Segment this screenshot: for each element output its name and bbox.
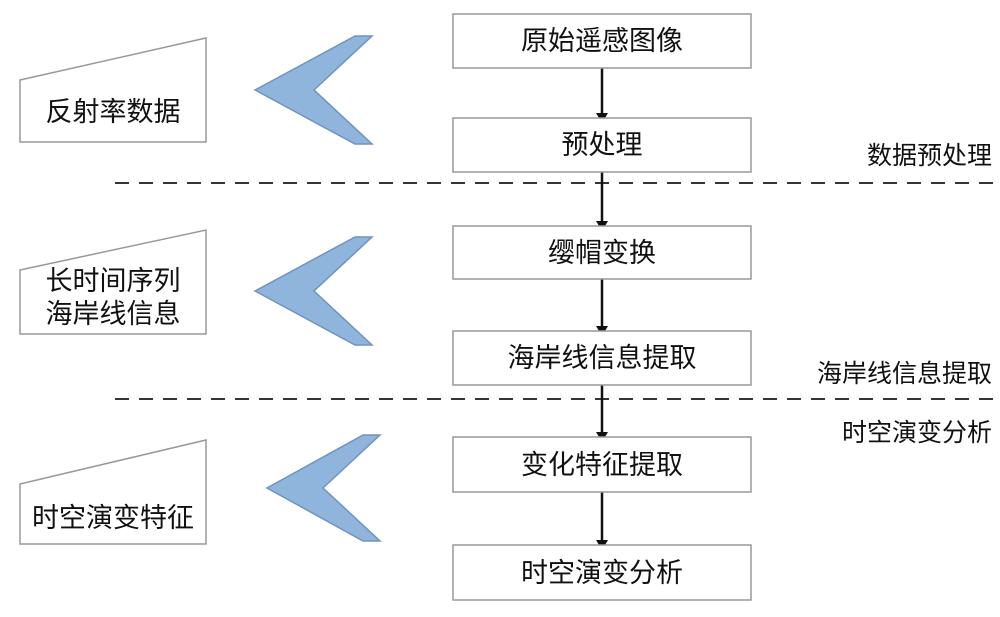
output-label-2-line-1: 长时间序列 [46,266,181,297]
step-box-2: 预处理 [452,117,752,173]
stage-label-2: 海岸线信息提取 [817,359,992,388]
step-box-1: 原始遥感图像 [452,13,752,69]
output-box-2: 长时间序列 海岸线信息 [19,229,207,335]
step-box-5: 变化特征提取 [452,436,752,493]
stage-label-3: 时空演变分析 [842,418,992,447]
chevron-icon-1 [253,35,374,145]
step-label-4: 海岸线信息提取 [508,343,697,374]
chevron-icon-2 [253,236,374,346]
step-label-6: 时空演变分析 [521,558,683,589]
output-box-3: 时空演变特征 [19,439,207,545]
output-box-1: 反射率数据 [19,37,207,143]
step-box-3: 缨帽变换 [452,225,752,280]
output-label-2-line-2: 海岸线信息 [46,299,181,330]
output-label-1-line-1: 反射率数据 [46,97,181,128]
step-box-4: 海岸线信息提取 [452,330,752,386]
step-label-2: 预处理 [562,130,643,161]
step-label-5: 变化特征提取 [521,450,683,481]
step-label-3: 缨帽变换 [548,238,656,269]
step-box-6: 时空演变分析 [452,544,752,601]
step-label-1: 原始遥感图像 [521,26,683,57]
chevron-icon-3 [265,434,382,542]
output-label-3-line-1: 时空演变特征 [32,503,194,534]
stage-label-1: 数据预处理 [867,141,992,170]
